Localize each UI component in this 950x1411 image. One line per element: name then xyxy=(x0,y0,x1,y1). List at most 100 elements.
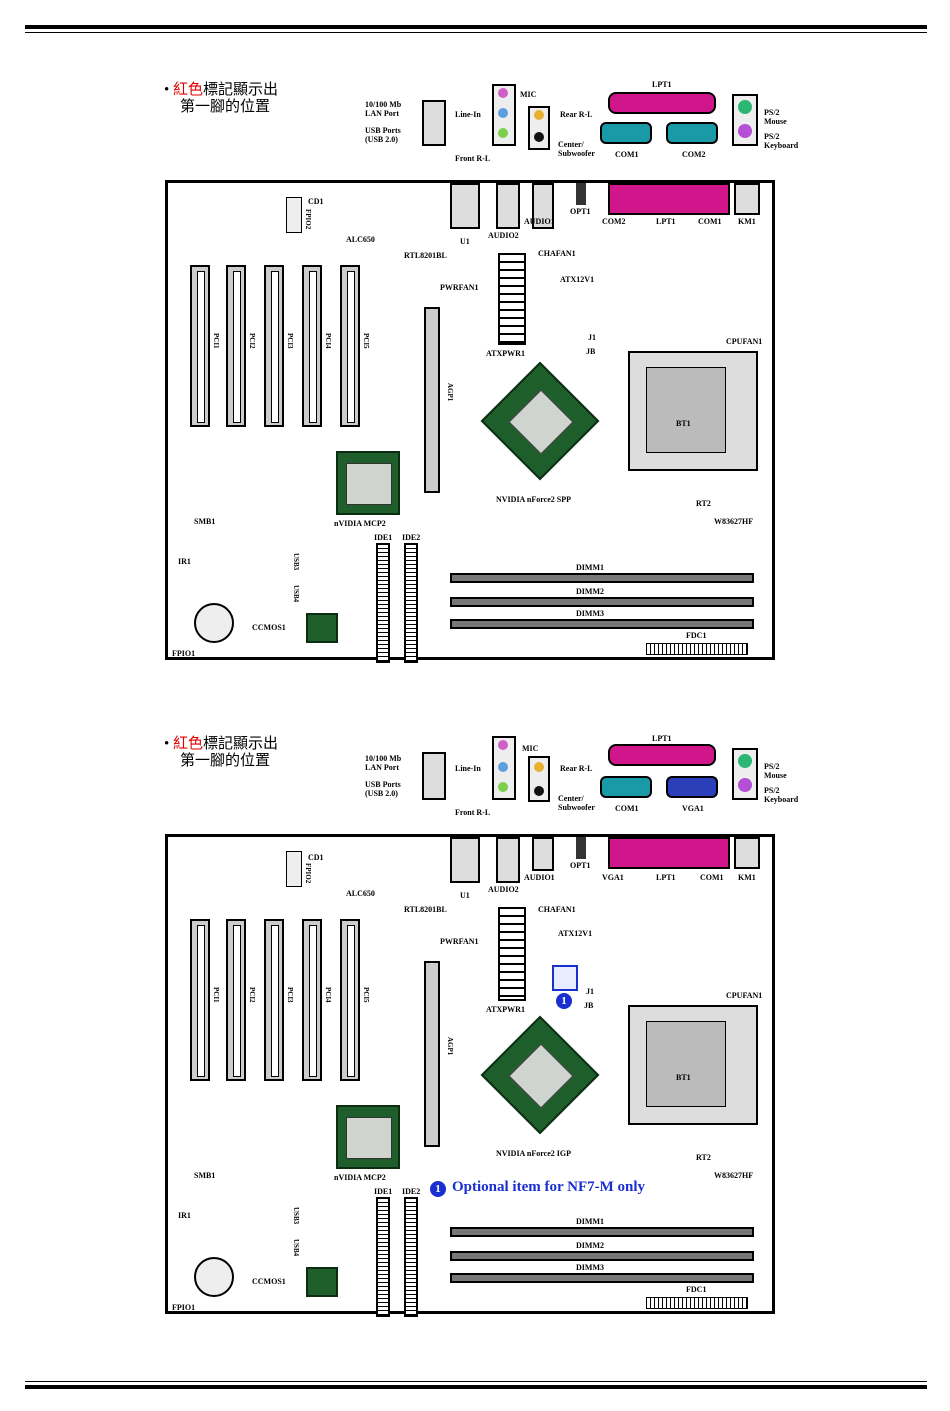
io-com1-label-2: COM1 xyxy=(615,804,639,813)
rear-center-jack-stack-2 xyxy=(528,756,550,802)
io-mouse-label: PS/2 Mouse xyxy=(764,108,787,126)
optional-marker-number: 1 xyxy=(561,995,567,1007)
atxpwr-label-2: ATXPWR1 xyxy=(486,1005,525,1014)
lan-usb-connector xyxy=(450,183,480,229)
atx12v-label: ATX12V1 xyxy=(560,275,595,284)
pci-slot-2-2 xyxy=(226,919,246,1081)
ps2-mouse-icon xyxy=(738,100,752,114)
io-mouse-label-2: PS/2 Mouse xyxy=(764,762,787,780)
com1-board-label-2: COM1 xyxy=(700,873,724,882)
io-mic-label-2: MIC xyxy=(522,744,539,753)
cd1-header-2 xyxy=(286,851,302,887)
pci2-label-2: PCI2 xyxy=(248,987,256,1003)
board-outline: AUDIO2 AUDIO1 OPT1 COM2 LPT1 COM1 KM1 CD… xyxy=(165,180,775,663)
line-in-jack-icon-2 xyxy=(498,762,508,772)
note-bullet-2: • xyxy=(164,736,170,752)
board-outline-2: U1 AUDIO2 AUDIO1 OPT1 VGA1 LPT1 COM1 KM1… xyxy=(165,834,775,1317)
center-jack-icon-2 xyxy=(534,786,544,796)
ps2-mouse-icon-2 xyxy=(738,754,752,768)
io-front-label: Front R-L xyxy=(455,154,491,163)
pci2-label: PCI2 xyxy=(248,333,256,349)
dimm-slot-2 xyxy=(450,597,754,607)
u1-label: U1 xyxy=(460,237,470,246)
pci3-label: PCI3 xyxy=(286,333,294,349)
optional-marker-note: 1 xyxy=(430,1181,446,1197)
io-com2-label: COM2 xyxy=(682,150,706,159)
km1-connector-2 xyxy=(734,837,760,869)
chafan-label: CHAFAN1 xyxy=(538,249,576,258)
dimm3-label-2: DIMM3 xyxy=(576,1263,604,1272)
io-kb-label-2: PS/2 Keyboard xyxy=(764,786,799,804)
optional-note-number: 1 xyxy=(435,1183,441,1195)
fpio2-label: FPIO2 xyxy=(304,209,312,230)
fdc1-label: FDC1 xyxy=(686,631,707,640)
agp-slot xyxy=(424,307,440,493)
km1-label-2: KM1 xyxy=(738,873,756,882)
vga-port-icon-2 xyxy=(666,776,718,798)
note-text-2: 第一腳的位置 xyxy=(180,99,271,115)
pci-slot-1 xyxy=(190,265,210,427)
agp-label-2: AGP1 xyxy=(446,1037,454,1056)
ir1-label: IR1 xyxy=(178,557,191,566)
pci-slot-5-2 xyxy=(340,919,360,1081)
audio1-label-2: AUDIO1 xyxy=(524,873,555,882)
io-com1-label: COM1 xyxy=(615,150,639,159)
mic-jack-icon-2 xyxy=(498,740,508,750)
bios-chip xyxy=(306,613,338,643)
fpio2-label-2: FPIO2 xyxy=(304,863,312,884)
agp-label: AGP1 xyxy=(446,383,454,402)
com1-port-icon xyxy=(600,122,652,144)
pci-slot-4-2 xyxy=(302,919,322,1081)
vga1-board-label-2: VGA1 xyxy=(602,873,624,882)
bottom-rule-thick xyxy=(25,1385,927,1389)
atxpwr-connector xyxy=(498,253,526,345)
audio2-connector xyxy=(496,183,520,229)
dimm-slot-2-2 xyxy=(450,1251,754,1261)
opt1-label: OPT1 xyxy=(570,207,591,216)
pci3-label-2: PCI3 xyxy=(286,987,294,1003)
lan-usb-port xyxy=(422,100,446,146)
opt1-connector-2 xyxy=(576,837,586,859)
audio2-label: AUDIO2 xyxy=(488,231,519,240)
com1-board-label: COM1 xyxy=(698,217,722,226)
battery-icon xyxy=(194,603,234,643)
note-text-1b: 標記顯示出 xyxy=(203,736,279,752)
atxpwr-label: ATXPWR1 xyxy=(486,349,525,358)
io-line-in-label: Line-In xyxy=(455,110,481,119)
mcp-chip-die xyxy=(346,463,392,505)
mcp-label: nVIDIA MCP2 xyxy=(334,519,386,528)
dimm1-label: DIMM1 xyxy=(576,563,604,572)
dimm3-label: DIMM3 xyxy=(576,609,604,618)
mcp-chip-die-2 xyxy=(346,1117,392,1159)
jb-label: JB xyxy=(586,347,596,356)
io-lpt-label-2: LPT1 xyxy=(652,734,672,743)
note-bullet: • xyxy=(164,82,170,98)
io-center-label: Center/ Subwoofer xyxy=(558,140,595,158)
note-text-2b: 第一腳的位置 xyxy=(180,753,271,769)
io-lpt-label: LPT1 xyxy=(652,80,672,89)
mcp-label-2: nVIDIA MCP2 xyxy=(334,1173,386,1182)
usb3-label-2: USB3 xyxy=(292,1207,300,1225)
rear-jack-icon-2 xyxy=(534,762,544,772)
cpufan-label-2: CPUFAN1 xyxy=(726,991,763,1000)
pci-slot-4 xyxy=(302,265,322,427)
fdc1-label-2: FDC1 xyxy=(686,1285,707,1294)
pwrfan-label: PWRFAN1 xyxy=(440,283,479,292)
audio1-connector xyxy=(532,183,554,229)
atxpwr-connector-2 xyxy=(498,907,526,1001)
audio1-label: AUDIO1 xyxy=(524,217,555,226)
io-usb-label-2: USB Ports (USB 2.0) xyxy=(365,780,401,798)
bios-chip-2 xyxy=(306,1267,338,1297)
optional-marker-jumper: 1 xyxy=(556,993,572,1009)
ccmos1-label: CCMOS1 xyxy=(252,623,286,632)
rtl-label: RTL8201BL xyxy=(404,251,447,260)
io-usb-label: USB Ports (USB 2.0) xyxy=(365,126,401,144)
rtl-label-2: RTL8201BL xyxy=(404,905,447,914)
pci4-label: PCI4 xyxy=(324,333,332,349)
io-rear-label: Rear R-L xyxy=(560,110,593,119)
ide1-label: IDE1 xyxy=(374,533,393,542)
opt1-connector xyxy=(576,183,586,205)
lpt1-board-label-2: LPT1 xyxy=(656,873,676,882)
cd1-header xyxy=(286,197,302,233)
lpt-port-icon-2 xyxy=(608,744,716,766)
